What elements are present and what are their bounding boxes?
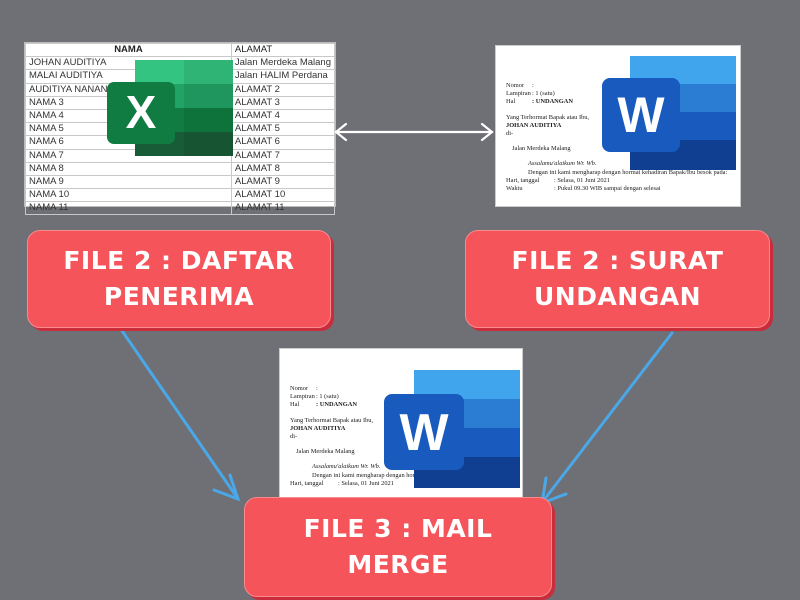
arrow-list-to-merge	[116, 323, 241, 502]
label-file-recipient-list-line1: FILE 2 : DAFTAR	[63, 246, 295, 275]
label-file-mail-merge-line1: FILE 3 : MAIL	[303, 514, 493, 543]
excel-icon: X	[107, 60, 233, 156]
table-header-row: NAMA ALAMAT	[25, 42, 336, 58]
cell-alamat: Jalan HALIM Perdana	[230, 69, 336, 84]
word-icon-top-letter: W	[617, 87, 665, 143]
word-icon-top: W	[602, 56, 736, 170]
cell-alamat: ALAMAT 11	[230, 201, 336, 216]
label-file-recipient-list: FILE 2 : DAFTAR PENERIMA	[27, 230, 331, 328]
label-file-recipient-list-line2: PENERIMA	[103, 282, 255, 311]
label-file-invitation-letter-line1: FILE 2 : SURAT	[511, 246, 724, 275]
label-file-invitation-letter-line2: UNDANGAN	[533, 282, 702, 311]
word-icon-merged: W	[384, 370, 520, 488]
letter-content-merged: Nomor: Lampiran: 1 (satu) Hal: UNDANGAN …	[290, 385, 512, 487]
label-file-mail-merge-line2: MERGE	[347, 550, 449, 579]
label-file-invitation-letter: FILE 2 : SURAT UNDANGAN	[465, 230, 770, 328]
letter-content-top: Nomor: Lampiran: 1 (satu) Hal: UNDANGAN …	[506, 82, 728, 193]
label-file-mail-merge: FILE 3 : MAIL MERGE	[244, 497, 552, 597]
word-icon-merged-letter: W	[399, 404, 449, 462]
cell-alamat: ALAMAT 3	[230, 95, 336, 110]
cell-alamat: Jalan Merdeka Malang	[230, 56, 336, 71]
double-arrow-icon	[334, 122, 494, 142]
arrow-letter-to-merge	[540, 331, 674, 506]
excel-icon-letter: X	[126, 86, 157, 138]
cell-alamat: ALAMAT 2	[230, 82, 336, 97]
